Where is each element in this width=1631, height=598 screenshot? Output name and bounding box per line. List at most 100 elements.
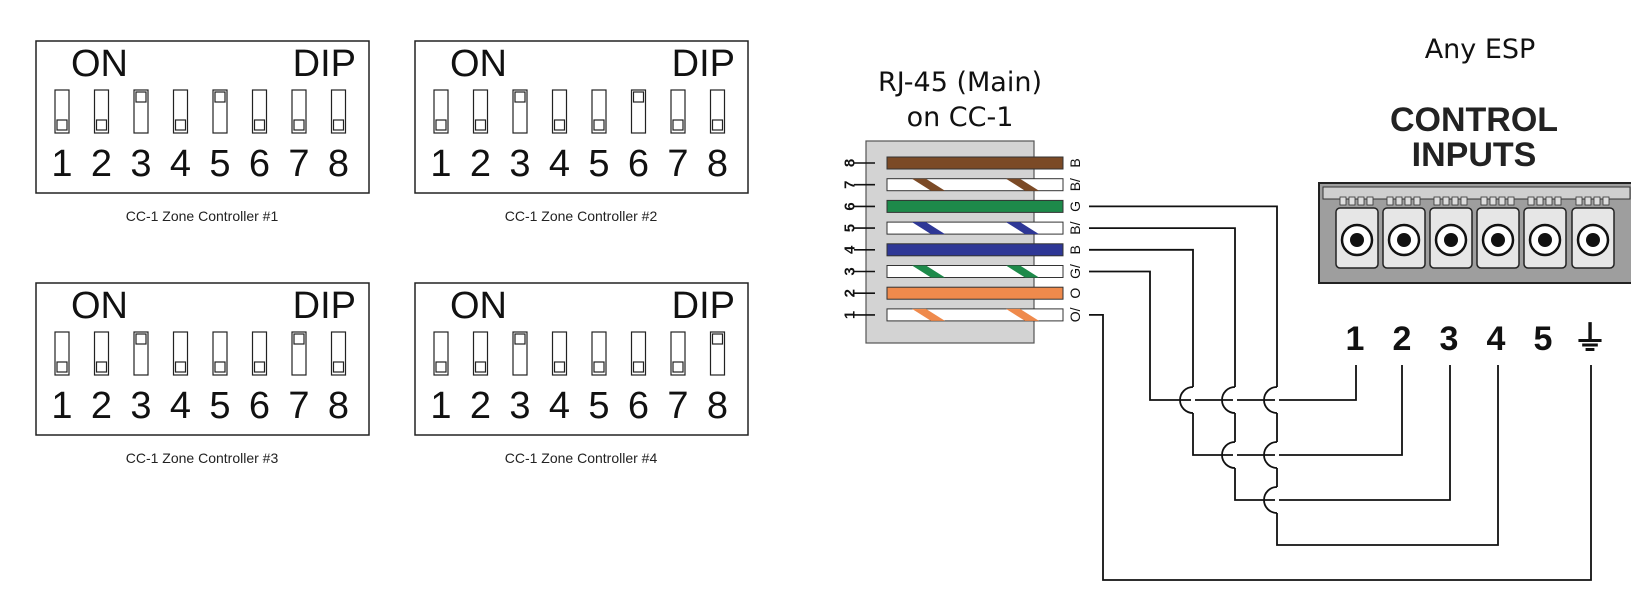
dip-switch-knob-3: [135, 91, 147, 103]
wire-sheath: [886, 178, 1064, 192]
dip-switch-knob-4: [174, 119, 187, 131]
wire-hop-arc: [1179, 386, 1194, 414]
wire-sheath: [886, 265, 1064, 278]
screw-slot: [1444, 233, 1458, 247]
dip-panel-caption: CC-1 Zone Controller #2: [505, 208, 658, 224]
dip-dip-label: DIP: [293, 43, 356, 85]
dip-switch-knob-3: [135, 333, 147, 345]
wire-sheath: [886, 243, 1064, 257]
dip-position-label: 6: [249, 385, 270, 427]
dip-position-label: 7: [667, 143, 688, 185]
dip-position-label: 2: [470, 385, 491, 427]
dip-position-label: 4: [549, 385, 570, 427]
terminal-teeth: [1602, 196, 1610, 206]
dip-switch-knob-2: [95, 119, 108, 131]
terminal-teeth: [1339, 196, 1347, 206]
dip-position-label: 1: [430, 143, 451, 185]
wire-hop-gap: [1275, 387, 1279, 413]
dip-switch-knob-1: [56, 119, 68, 131]
dip-position-label: 7: [288, 143, 309, 185]
wire-hop-gap: [1275, 487, 1279, 513]
dip-switch-knob-1: [435, 119, 447, 131]
dip-position-label: 6: [628, 385, 649, 427]
dip-switch-knob-5: [593, 119, 605, 131]
dip-on-label: ON: [450, 43, 507, 85]
dip-switch-knob-6: [253, 361, 266, 373]
wire-stripe: [1006, 265, 1039, 278]
terminal-teeth: [1575, 196, 1583, 206]
terminal-teeth: [1451, 196, 1459, 206]
dip-dip-label: DIP: [672, 43, 735, 85]
wire-pin-6-to-4: [1089, 205, 1499, 546]
wire-sheath: [886, 286, 1064, 300]
terminal-teeth: [1366, 196, 1374, 206]
rj45-wire-code: O/: [1067, 307, 1083, 322]
dip-position-label: 2: [91, 385, 112, 427]
terminal-block-top-rail: [1322, 186, 1631, 200]
terminal-label-3: 3: [1440, 320, 1459, 358]
dip-switch-knob-4: [174, 361, 187, 373]
rj45-wire-code: B/: [1067, 221, 1083, 234]
terminal-teeth: [1480, 196, 1488, 206]
rj45-title-line2: on CC-1: [907, 102, 1014, 133]
wire-stripe: [912, 222, 945, 235]
dip-panel-frame: [414, 282, 749, 436]
dip-switch-knob-4: [553, 119, 566, 131]
dip-position-label: 3: [130, 385, 151, 427]
wire-hop-arc: [1263, 486, 1278, 514]
rj45-pin-number: 5: [842, 224, 859, 232]
terminal-screw-3: [1429, 196, 1473, 269]
dip-dip-label: DIP: [672, 285, 735, 327]
dip-position-label: 3: [509, 143, 530, 185]
dip-switch-knob-2: [474, 361, 487, 373]
terminal-teeth: [1527, 196, 1535, 206]
rj45-pin-number: 4: [842, 245, 859, 254]
dip-position-label: 3: [130, 143, 151, 185]
rj45-pin-number: 3: [842, 267, 859, 275]
screw-slot: [1397, 233, 1411, 247]
dip-switch-knob-8: [332, 119, 345, 131]
terminal-teeth: [1413, 196, 1421, 206]
connection-wires: [1089, 205, 1592, 581]
dip-position-label: 4: [170, 143, 191, 185]
terminal-teeth: [1395, 196, 1403, 206]
dip-position-label: 8: [707, 143, 728, 185]
wire-sheath: [886, 199, 1064, 213]
rj45-wire-code: B/: [1067, 178, 1083, 191]
dip-switch-knob-1: [435, 361, 447, 373]
dip-position-label: 8: [328, 143, 349, 185]
dip-switch-knob-6: [253, 119, 266, 131]
dip-position-label: 2: [470, 143, 491, 185]
wire-pin-1-to-⏚: [1089, 314, 1592, 581]
dip-position-label: 5: [588, 143, 609, 185]
wire-hop-arc: [1263, 386, 1278, 414]
wire-pin-4-to-2: [1089, 248, 1403, 456]
dip-position-label: 5: [588, 385, 609, 427]
rj45-title-line1: RJ-45 (Main): [878, 67, 1042, 98]
dip-dip-label: DIP: [293, 285, 356, 327]
dip-switch-knob-2: [95, 361, 108, 373]
dip-panel-frame: [35, 40, 370, 194]
esp-block-line2: INPUTS: [1412, 136, 1537, 174]
terminal-teeth: [1507, 196, 1515, 206]
esp-block-line1: CONTROL: [1390, 101, 1558, 139]
rj45-pin-number: 8: [842, 159, 859, 167]
wire-hop-gap: [1191, 387, 1195, 413]
terminal-label-4: 4: [1487, 320, 1506, 358]
dip-panel-frame: [35, 282, 370, 436]
dip-switch-knob-8: [711, 119, 724, 131]
dip-position-label: 4: [549, 143, 570, 185]
terminal-teeth: [1554, 196, 1562, 206]
dip-position-label: 2: [91, 143, 112, 185]
screw-slot: [1350, 233, 1364, 247]
dip-position-label: 7: [288, 385, 309, 427]
rj45-pin-number: 6: [842, 202, 859, 210]
